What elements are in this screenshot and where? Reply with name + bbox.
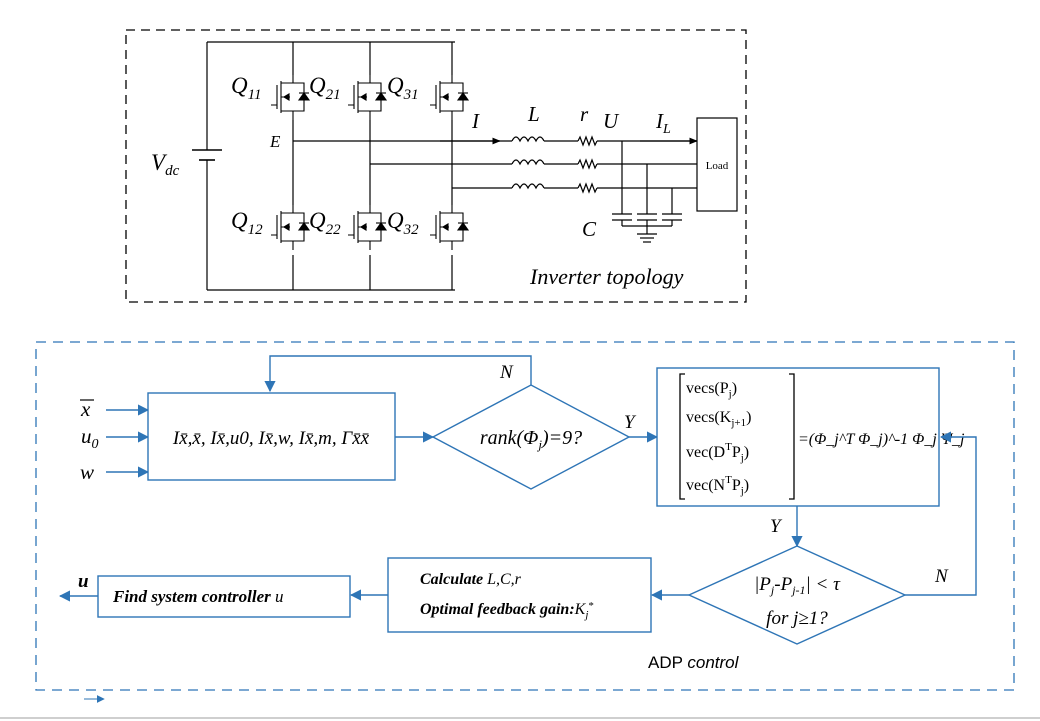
- convergence-line2: for j≥1?: [766, 608, 828, 629]
- find-controller-text: Find system controller u: [112, 587, 283, 606]
- rank-decision-text: rank(Φj)=9?: [480, 427, 582, 452]
- integral-matrices-block: [147, 392, 396, 481]
- vector-entry-1: vecs(Pj): [686, 380, 737, 400]
- input-u0: u0: [81, 424, 99, 452]
- switch-q22-label: Q22: [309, 208, 341, 238]
- loop-right-arrow: [905, 431, 977, 596]
- mosfet-q22: [348, 205, 388, 250]
- input-xbar: x: [80, 397, 91, 421]
- switch-q11-label: Q11: [231, 73, 262, 103]
- vdc-label: Vdc: [151, 150, 180, 179]
- equation-text: =(Φ_j^T Φ_j)^-1 Φ_j Ψ_j: [798, 431, 965, 448]
- vector-entry-4: vec(NTPj): [686, 474, 749, 497]
- adp-caption: ADP control: [648, 653, 740, 672]
- label-n-right: N: [934, 566, 949, 587]
- convergence-line1: |Pj-Pj-1| < τ: [754, 574, 841, 597]
- inverter-legs: [292, 42, 453, 290]
- capacitor-c-label: C: [582, 217, 597, 241]
- input-w: w: [80, 460, 94, 484]
- label-y-down: Y: [770, 516, 783, 537]
- mosfet-q21: [348, 75, 388, 120]
- inverter-topology: Load Vdc E Q11 Q21 Q31 Q12 Q22 Q32 I L r…: [125, 29, 747, 303]
- node-e-label: E: [269, 132, 281, 151]
- label-y-mid: Y: [624, 412, 637, 433]
- load-label: Load: [706, 160, 729, 172]
- current-il-label: IL: [655, 109, 671, 137]
- adp-control: x u0 w Ix̄,x̄, Ix̄,u0, Ix̄,w, Ix̄,m, Γx̄…: [35, 341, 1015, 703]
- loop-back-arrow: [264, 355, 532, 393]
- output-u: u: [78, 571, 89, 592]
- mosfet-q11: [271, 75, 311, 120]
- label-n-top: N: [499, 362, 514, 383]
- mosfet-q12: [271, 205, 311, 250]
- topology-border: [125, 29, 747, 303]
- vector-entries: vecs(Pj) vecs(Kj+1) vec(DTPj) vec(NTPj): [679, 373, 795, 500]
- inductor-l-label: L: [527, 102, 540, 126]
- switch-q21-label: Q21: [309, 73, 341, 103]
- vector-entry-3: vec(DTPj): [686, 441, 749, 464]
- calculate-block: [387, 557, 652, 633]
- switch-q31-label: Q31: [387, 73, 419, 103]
- gain-text: Optimal feedback gain:Kj*: [420, 600, 594, 621]
- vector-entry-2: vecs(Kj+1): [686, 409, 751, 429]
- resistor-r-label: r: [580, 102, 589, 126]
- topology-caption: Inverter topology: [529, 264, 684, 289]
- mosfet-switches: [271, 75, 470, 250]
- switch-q12-label: Q12: [231, 208, 263, 238]
- calculate-text: Calculate L,C,r: [420, 571, 522, 588]
- voltage-u-label: U: [603, 109, 620, 133]
- mosfet-q32: [430, 205, 470, 250]
- current-i-label: I: [471, 109, 480, 133]
- load-box: [696, 117, 738, 212]
- switch-q32-label: Q32: [387, 208, 419, 238]
- integral-matrices-text: Ix̄,x̄, Ix̄,u0, Ix̄,w, Ix̄,m, Γx̄x̄: [172, 428, 370, 449]
- mosfet-q31: [430, 75, 470, 120]
- dc-bus: [192, 41, 455, 291]
- policy-update-block: [656, 367, 940, 507]
- find-controller-block: [97, 575, 351, 618]
- inputs: x u0 w: [80, 397, 150, 484]
